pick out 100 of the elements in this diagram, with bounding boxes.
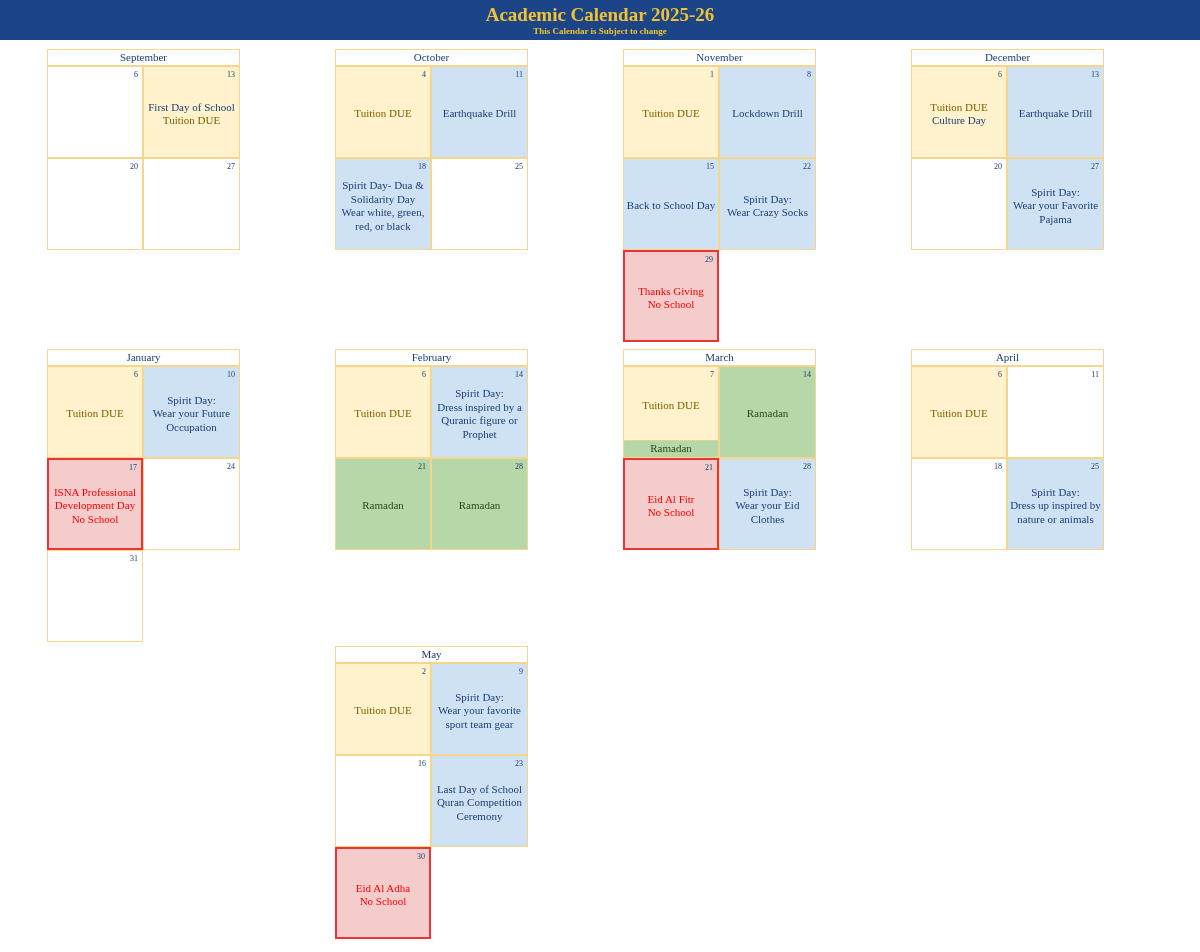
event-cell: [623, 158, 719, 250]
day-number: 13: [1091, 70, 1099, 79]
event-text: Tuition DUE: [930, 407, 988, 421]
month-header: October: [335, 49, 528, 66]
ramadan-cell: [719, 366, 816, 458]
event-text: Ramadan: [746, 407, 789, 421]
day-number: 6: [422, 370, 426, 379]
holiday-cell: [623, 250, 719, 342]
event-cell: [431, 755, 528, 847]
event-text: Quran Competition Ceremony: [435, 796, 524, 824]
tuition-cell: [335, 66, 431, 158]
event-text: Spirit Day:: [455, 690, 504, 705]
day-number: 6: [134, 70, 138, 79]
day-number: 6: [998, 370, 1002, 379]
event-text: Spirit Day:: [743, 192, 792, 206]
event-text: Back to School Day: [626, 199, 716, 213]
event-text: Eid Al Fitr: [647, 492, 695, 506]
day-number: 18: [994, 462, 1002, 471]
event-text: No School: [647, 298, 695, 312]
day-number: 28: [515, 462, 523, 471]
subtitle: This Calendar is Subject to change: [533, 25, 667, 37]
ramadan-strip: [624, 440, 718, 457]
day-number: 23: [515, 759, 523, 768]
day-number: 27: [1091, 162, 1099, 171]
day-cell: [47, 550, 143, 642]
month-header: December: [911, 49, 1104, 66]
event-text: Last Day of School: [436, 782, 523, 797]
event-cell: [335, 158, 431, 250]
day-number: 21: [705, 463, 713, 472]
event-cell: [1007, 66, 1104, 158]
day-number: 11: [1091, 370, 1099, 379]
event-cell: [431, 366, 528, 458]
event-text: Tuition DUE: [642, 107, 700, 121]
month-header: May: [335, 646, 528, 663]
day-cell: [47, 66, 143, 158]
event-text: No School: [71, 512, 119, 527]
event-cell: [431, 66, 528, 158]
tuition-cell: [47, 366, 143, 458]
ramadan-cell: [431, 458, 528, 550]
event-text: Spirit Day:: [1031, 185, 1080, 200]
day-number: 22: [803, 162, 811, 171]
day-cell: [1007, 366, 1104, 458]
month-header: January: [47, 349, 240, 366]
month-header: September: [47, 49, 240, 66]
event-text: Spirit Day:: [167, 393, 216, 408]
tuition-cell: [911, 66, 1007, 158]
event-cell: [719, 158, 816, 250]
day-number: 1: [710, 70, 714, 79]
event-text: Wear your Future Occupation: [151, 407, 232, 435]
day-number: 6: [134, 370, 138, 379]
month-header: November: [623, 49, 816, 66]
day-number: 30: [417, 852, 425, 861]
tuition-cell: [143, 66, 240, 158]
event-text: Tuition DUE: [354, 107, 412, 121]
day-number: 24: [227, 462, 235, 471]
day-number: 18: [418, 162, 426, 171]
holiday-cell: [623, 458, 719, 550]
event-text: Tuition DUE: [642, 398, 700, 413]
month-header: March: [623, 349, 816, 366]
event-text: Wear Crazy Socks: [727, 206, 808, 220]
day-number: 14: [515, 370, 523, 379]
day-number: 21: [418, 462, 426, 471]
tuition-cell: [911, 366, 1007, 458]
day-number: 10: [227, 370, 235, 379]
day-number: 27: [227, 162, 235, 171]
holiday-cell: [335, 847, 431, 939]
event-text: Eid Al Adha: [355, 881, 411, 895]
event-cell: [1007, 458, 1104, 550]
event-text: ISNA Professional Development Day: [52, 485, 138, 513]
day-cell: [143, 158, 240, 250]
event-text: Wear your favorite sport team gear: [437, 704, 522, 732]
day-cell: [431, 158, 528, 250]
event-cell: [719, 66, 816, 158]
day-cell: [335, 755, 431, 847]
event-text: Tuition DUE: [66, 407, 124, 421]
day-number: 28: [803, 462, 811, 471]
day-number: 17: [129, 463, 137, 472]
day-number: 6: [998, 70, 1002, 79]
tuition-cell: [335, 366, 431, 458]
tuition-cell: [335, 663, 431, 755]
event-text: Ramadan: [650, 442, 692, 456]
event-text: Wear your Favorite Pajama: [1011, 199, 1100, 227]
day-number: 16: [418, 759, 426, 768]
day-number: 13: [227, 70, 235, 79]
title: Academic Calendar 2025-26: [485, 3, 715, 26]
event-text: Earthquake Drill: [1018, 107, 1093, 121]
day-cell: [911, 458, 1007, 550]
event-text: Tuition DUE: [354, 704, 412, 718]
day-number: 25: [515, 162, 523, 171]
event-text: Tuition DUE: [162, 114, 221, 128]
day-number: 20: [994, 162, 1002, 171]
month-header: April: [911, 349, 1104, 366]
event-text: Wear white, green, red, or black: [340, 206, 426, 233]
event-cell: [143, 366, 240, 458]
day-number: 4: [422, 70, 426, 79]
day-cell: [911, 158, 1007, 250]
day-number: 14: [803, 370, 811, 379]
day-number: 7: [710, 370, 714, 379]
tuition-cell: [623, 366, 719, 458]
day-number: 31: [130, 554, 138, 563]
